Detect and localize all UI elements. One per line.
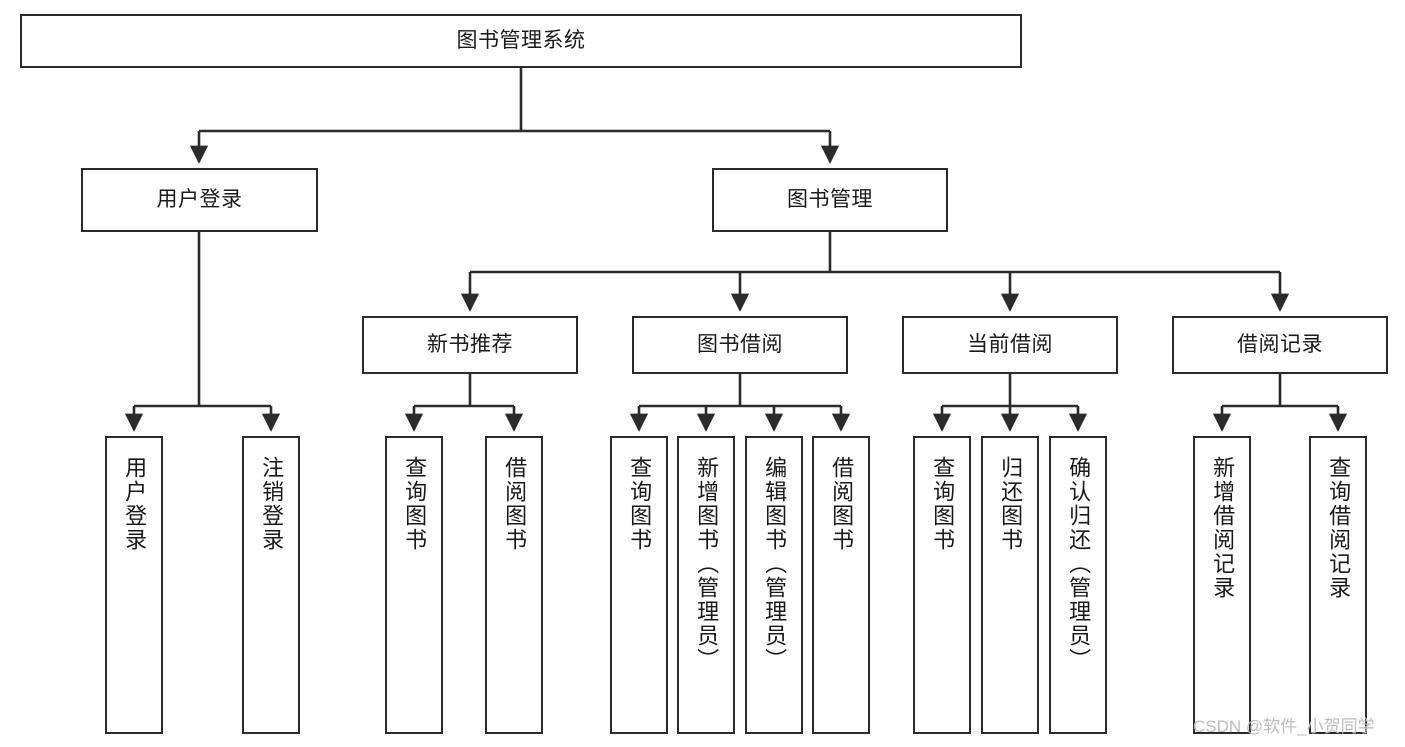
node-label: 当前借阅: [967, 333, 1053, 357]
leaf-add-book[interactable]: 新增图书（管理员）: [677, 436, 735, 734]
node-label: 借阅记录: [1237, 333, 1323, 357]
leaf-user-login[interactable]: 用户登录: [105, 436, 163, 734]
leaf-query-borrow-record[interactable]: 查询借阅记录: [1309, 436, 1367, 734]
leaf-edit-book[interactable]: 编辑图书（管理员）: [745, 436, 803, 734]
node-label: 新书推荐: [427, 333, 513, 357]
node-current-borrow[interactable]: 当前借阅: [902, 316, 1118, 374]
leaf-add-borrow-record[interactable]: 新增借阅记录: [1193, 436, 1251, 734]
leaf-return-book[interactable]: 归还图书: [981, 436, 1039, 734]
node-label: 图书管理系统: [456, 29, 586, 53]
node-label: 用户登录: [122, 456, 148, 552]
node-label: 归还图书: [998, 456, 1024, 552]
node-label: 查询图书: [627, 456, 653, 552]
leaf-query-book-current[interactable]: 查询图书: [913, 436, 971, 734]
node-label: 编辑图书（管理员）: [762, 456, 788, 672]
leaf-borrow-book-recommend[interactable]: 借阅图书: [485, 436, 543, 734]
node-new-book-recommend[interactable]: 新书推荐: [362, 316, 578, 374]
node-label: 新增图书（管理员）: [694, 456, 720, 672]
node-label: 借阅图书: [502, 456, 528, 552]
node-label: 查询借阅记录: [1326, 456, 1352, 600]
node-label: 图书借阅: [697, 333, 783, 357]
leaf-borrow-book[interactable]: 借阅图书: [812, 436, 870, 734]
node-root-system[interactable]: 图书管理系统: [20, 14, 1022, 68]
node-label: 借阅图书: [829, 456, 855, 552]
node-label: 查询图书: [402, 456, 428, 552]
node-label: 查询图书: [930, 456, 956, 552]
leaf-query-book-borrow[interactable]: 查询图书: [610, 436, 668, 734]
node-borrow-record[interactable]: 借阅记录: [1172, 316, 1388, 374]
node-label: 确认归还（管理员）: [1066, 456, 1092, 672]
node-label: 注销登录: [259, 456, 285, 552]
node-label: 图书管理: [787, 188, 873, 212]
leaf-confirm-return[interactable]: 确认归还（管理员）: [1049, 436, 1107, 734]
node-user-login[interactable]: 用户登录: [81, 168, 318, 232]
leaf-query-book-recommend[interactable]: 查询图书: [385, 436, 443, 734]
leaf-user-logout[interactable]: 注销登录: [242, 436, 300, 734]
node-book-manage[interactable]: 图书管理: [712, 168, 948, 232]
node-label: 新增借阅记录: [1210, 456, 1236, 600]
watermark-text: CSDN @软件_小贺同学: [1193, 717, 1375, 736]
node-book-borrow[interactable]: 图书借阅: [632, 316, 848, 374]
node-label: 用户登录: [156, 188, 243, 212]
